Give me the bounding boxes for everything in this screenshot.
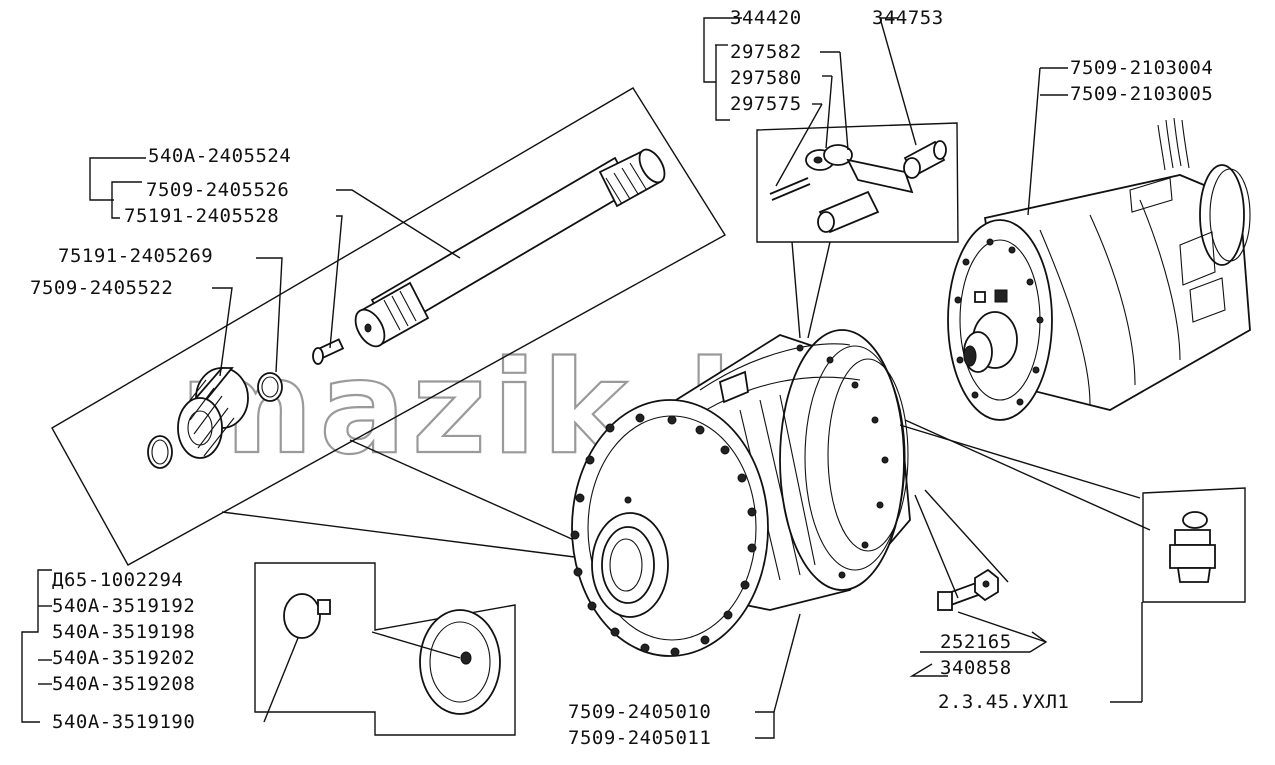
small-parts-panel — [756, 122, 959, 243]
part-labels: 344420 344753 297582 297580 297575 7509-… — [30, 7, 1213, 749]
label-340858: 340858 — [940, 657, 1012, 679]
grease-fitting-part — [1169, 511, 1216, 583]
semi-axle-panel — [51, 87, 726, 566]
traction-motor — [947, 117, 1251, 421]
breather-valve-part — [903, 140, 947, 179]
label-540A-3519190: 540A-3519190 — [52, 711, 195, 733]
label-7509-2405522: 7509-2405522 — [30, 277, 173, 299]
label-252165: 252165 — [940, 631, 1012, 653]
label-7509-2405011: 7509-2405011 — [568, 727, 711, 749]
label-540A-3519208: 540A-3519208 — [52, 673, 195, 695]
cotter-pin-part — [769, 177, 811, 201]
lock-washer-part — [805, 144, 853, 171]
small-bolt-part — [312, 338, 345, 365]
label-540A-2405524: 540A-2405524 — [148, 145, 291, 167]
motor-cables — [1157, 117, 1190, 171]
label-75191-2405269: 75191-2405269 — [58, 245, 213, 267]
plate-part — [846, 158, 914, 194]
leader-lines — [21, 17, 1151, 739]
label-297575: 297575 — [730, 93, 802, 115]
semi-axle-shaft — [354, 148, 666, 348]
wheel-hub-reducer — [570, 329, 911, 657]
shaft-spline-inner — [354, 281, 430, 348]
grease-fitting-panel — [1142, 487, 1246, 603]
bushing-part — [817, 190, 880, 234]
label-d65-1002294: Д65-1002294 — [52, 569, 183, 591]
label-7509-2405526: 7509-2405526 — [146, 179, 289, 201]
gasket-plate-part — [419, 609, 501, 715]
label-344753: 344753 — [872, 7, 944, 29]
label-75191-2405528: 75191-2405528 — [124, 205, 279, 227]
label-540A-3519198: 540A-3519198 — [52, 621, 195, 643]
bolt-nut-parts — [937, 568, 999, 611]
lock-ring-part — [147, 435, 173, 469]
filter-panel — [254, 562, 516, 736]
label-540A-3519192: 540A-3519192 — [52, 595, 195, 617]
filter-cap-part — [283, 593, 331, 639]
label-344420: 344420 — [730, 7, 802, 29]
label-297580: 297580 — [730, 67, 802, 89]
shaft-spline-outer — [598, 148, 666, 208]
label-7509-2103005: 7509-2103005 — [1070, 83, 1213, 105]
label-540A-3519202: 540A-3519202 — [52, 647, 195, 669]
label-7509-2103004: 7509-2103004 — [1070, 57, 1213, 79]
label-2-3-45-uhl1: 2.3.45.УХЛ1 — [938, 691, 1069, 713]
sun-gear-part — [177, 367, 249, 459]
label-7509-2405010: 7509-2405010 — [568, 701, 711, 723]
retaining-ring-part — [257, 372, 283, 402]
label-297582: 297582 — [730, 41, 802, 63]
